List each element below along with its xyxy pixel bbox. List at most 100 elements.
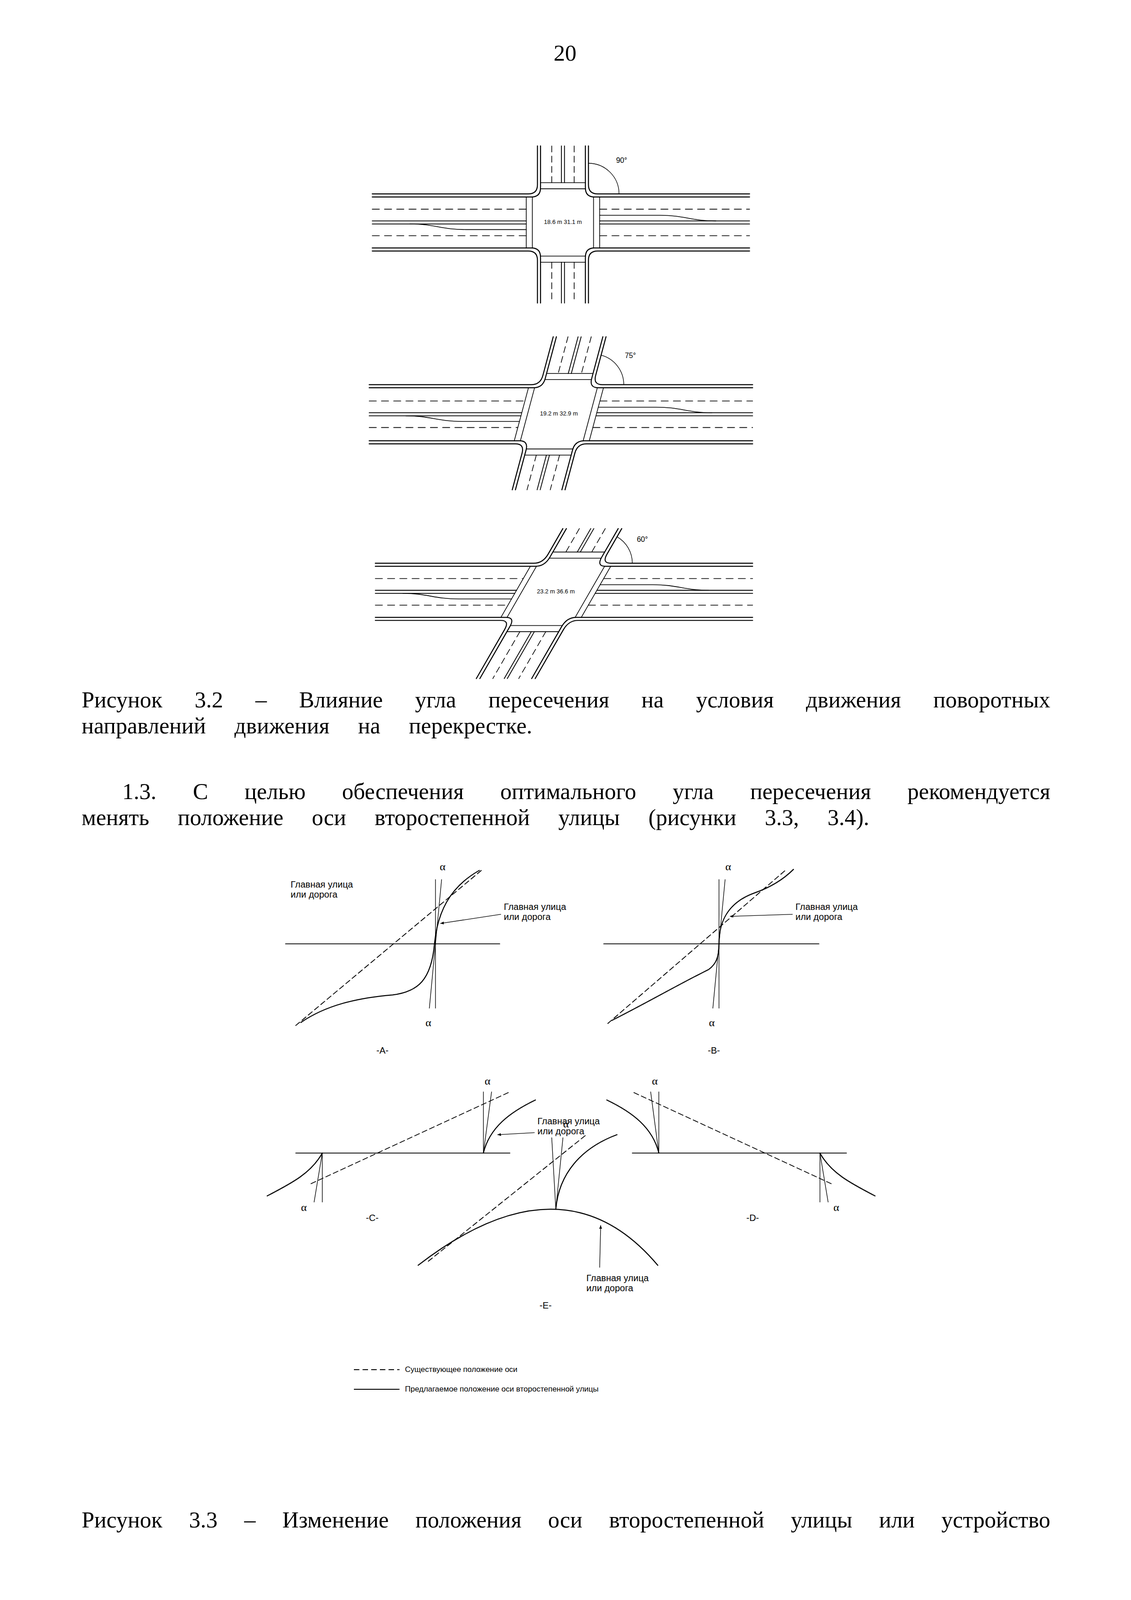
main-road-line: [603, 943, 820, 945]
median-line: [580, 528, 594, 552]
angle-arc: [588, 163, 619, 194]
curb-line: [585, 248, 750, 304]
main-road-line: [632, 1152, 847, 1154]
lane-line: [551, 145, 553, 183]
median-line: [599, 223, 750, 225]
crosswalk-line: [589, 387, 604, 441]
angle-arc: [601, 355, 624, 385]
lane-line: [372, 208, 527, 210]
crosswalk-line: [520, 387, 535, 441]
proposed-axis: [612, 869, 794, 1021]
angle-symbol: α: [425, 1016, 432, 1030]
lane-line: [527, 455, 537, 490]
crosswalk-line: [540, 182, 586, 184]
intersection-drawing: [375, 528, 753, 679]
curb-line: [599, 528, 753, 567]
realignment-figure: [267, 869, 876, 1268]
lane-line: [372, 235, 527, 237]
main-road-line: [418, 1208, 659, 1266]
angle-line: [429, 879, 442, 1009]
angle-line: [321, 1152, 323, 1202]
crosswalk-line: [526, 448, 573, 450]
crosswalk-line: [507, 566, 537, 618]
median-line: [564, 262, 566, 303]
median-line: [539, 455, 550, 490]
curb-line: [372, 145, 541, 198]
median-line: [571, 336, 582, 374]
main-road-line: [295, 1152, 511, 1154]
street-label: Главная улица или дорога: [290, 879, 359, 900]
variant-label: -B-: [707, 1045, 721, 1056]
curb-line: [531, 617, 753, 679]
angle-line: [819, 1152, 820, 1202]
curb-line: [369, 443, 523, 490]
curb-line: [605, 528, 753, 564]
angle-symbol: α: [300, 1201, 307, 1215]
curb-line: [375, 617, 512, 679]
angle-value: 60°: [636, 535, 648, 544]
lane-line: [573, 145, 575, 183]
curb-line: [369, 336, 554, 385]
crosswalk-line: [514, 387, 529, 441]
turn-lane-line: [405, 415, 520, 422]
existing-axis: [428, 1134, 587, 1261]
angle-line: [712, 879, 726, 1009]
crosswalk-line: [525, 197, 527, 249]
crosswalk-line: [532, 197, 534, 249]
legend-text: Существующее положение оси: [404, 1364, 518, 1375]
crosswalk-line: [544, 378, 592, 380]
median-line: [372, 223, 527, 225]
curb-line: [369, 336, 557, 388]
lane-line: [375, 578, 524, 580]
street-label: Главная улица или дорога: [537, 1115, 607, 1137]
body-paragraph: 1.3. С целью обеспечения оптимального уг…: [81, 778, 1051, 831]
crosswalk-line: [507, 631, 560, 633]
figure-caption: Рисунок 3.3 – Изменение положения оси вт…: [81, 1506, 1051, 1533]
turn-lane-line: [600, 584, 709, 591]
angle-line: [314, 1152, 323, 1202]
leader-line: [440, 914, 501, 924]
median-line: [369, 412, 523, 414]
angle-value: 75°: [624, 351, 636, 360]
legend-line: [353, 1388, 400, 1390]
dimension-label: 19.2 m 32.9 m: [539, 410, 579, 418]
variant-label: -D-: [746, 1212, 759, 1224]
curb-line: [535, 620, 753, 679]
curb-line: [561, 440, 753, 490]
median-line: [504, 631, 532, 679]
variant-label: -C-: [365, 1212, 379, 1224]
crosswalk-line: [540, 188, 586, 190]
angle-line: [658, 1091, 659, 1153]
crosswalk-line: [581, 566, 612, 618]
lane-line: [550, 455, 560, 490]
existing-axis: [632, 1091, 831, 1184]
legend-sample: [353, 1386, 400, 1392]
crosswalk-line: [540, 255, 586, 257]
angle-line: [482, 1091, 484, 1153]
angle-symbol: α: [484, 1074, 491, 1088]
crosswalk-line: [510, 625, 563, 627]
median-line: [564, 145, 566, 183]
lane-line: [518, 631, 546, 679]
proposed-axis: [555, 1134, 618, 1209]
curb-line: [375, 528, 563, 564]
crosswalk-line: [524, 454, 572, 456]
crosswalk-line: [583, 387, 598, 441]
curb-line: [375, 620, 507, 679]
street-label: Главная улица или дорога: [503, 901, 573, 922]
curb-line: [372, 250, 538, 303]
median-line: [596, 415, 753, 417]
median-line: [596, 412, 753, 414]
legend-item: Существующее положение оси: [353, 1364, 518, 1375]
angle-symbol: α: [833, 1201, 840, 1215]
leader-line: [497, 1132, 535, 1135]
street-label: Главная улица или дорога: [586, 1272, 655, 1293]
variant-label: -A-: [376, 1045, 389, 1056]
lane-line: [375, 604, 509, 606]
lane-line: [551, 262, 553, 303]
angle-symbol: α: [651, 1074, 658, 1088]
legend-item: Предлагаемое положение оси второстепенно…: [353, 1384, 599, 1394]
angle-line: [555, 1137, 564, 1210]
curb-line: [372, 145, 538, 194]
